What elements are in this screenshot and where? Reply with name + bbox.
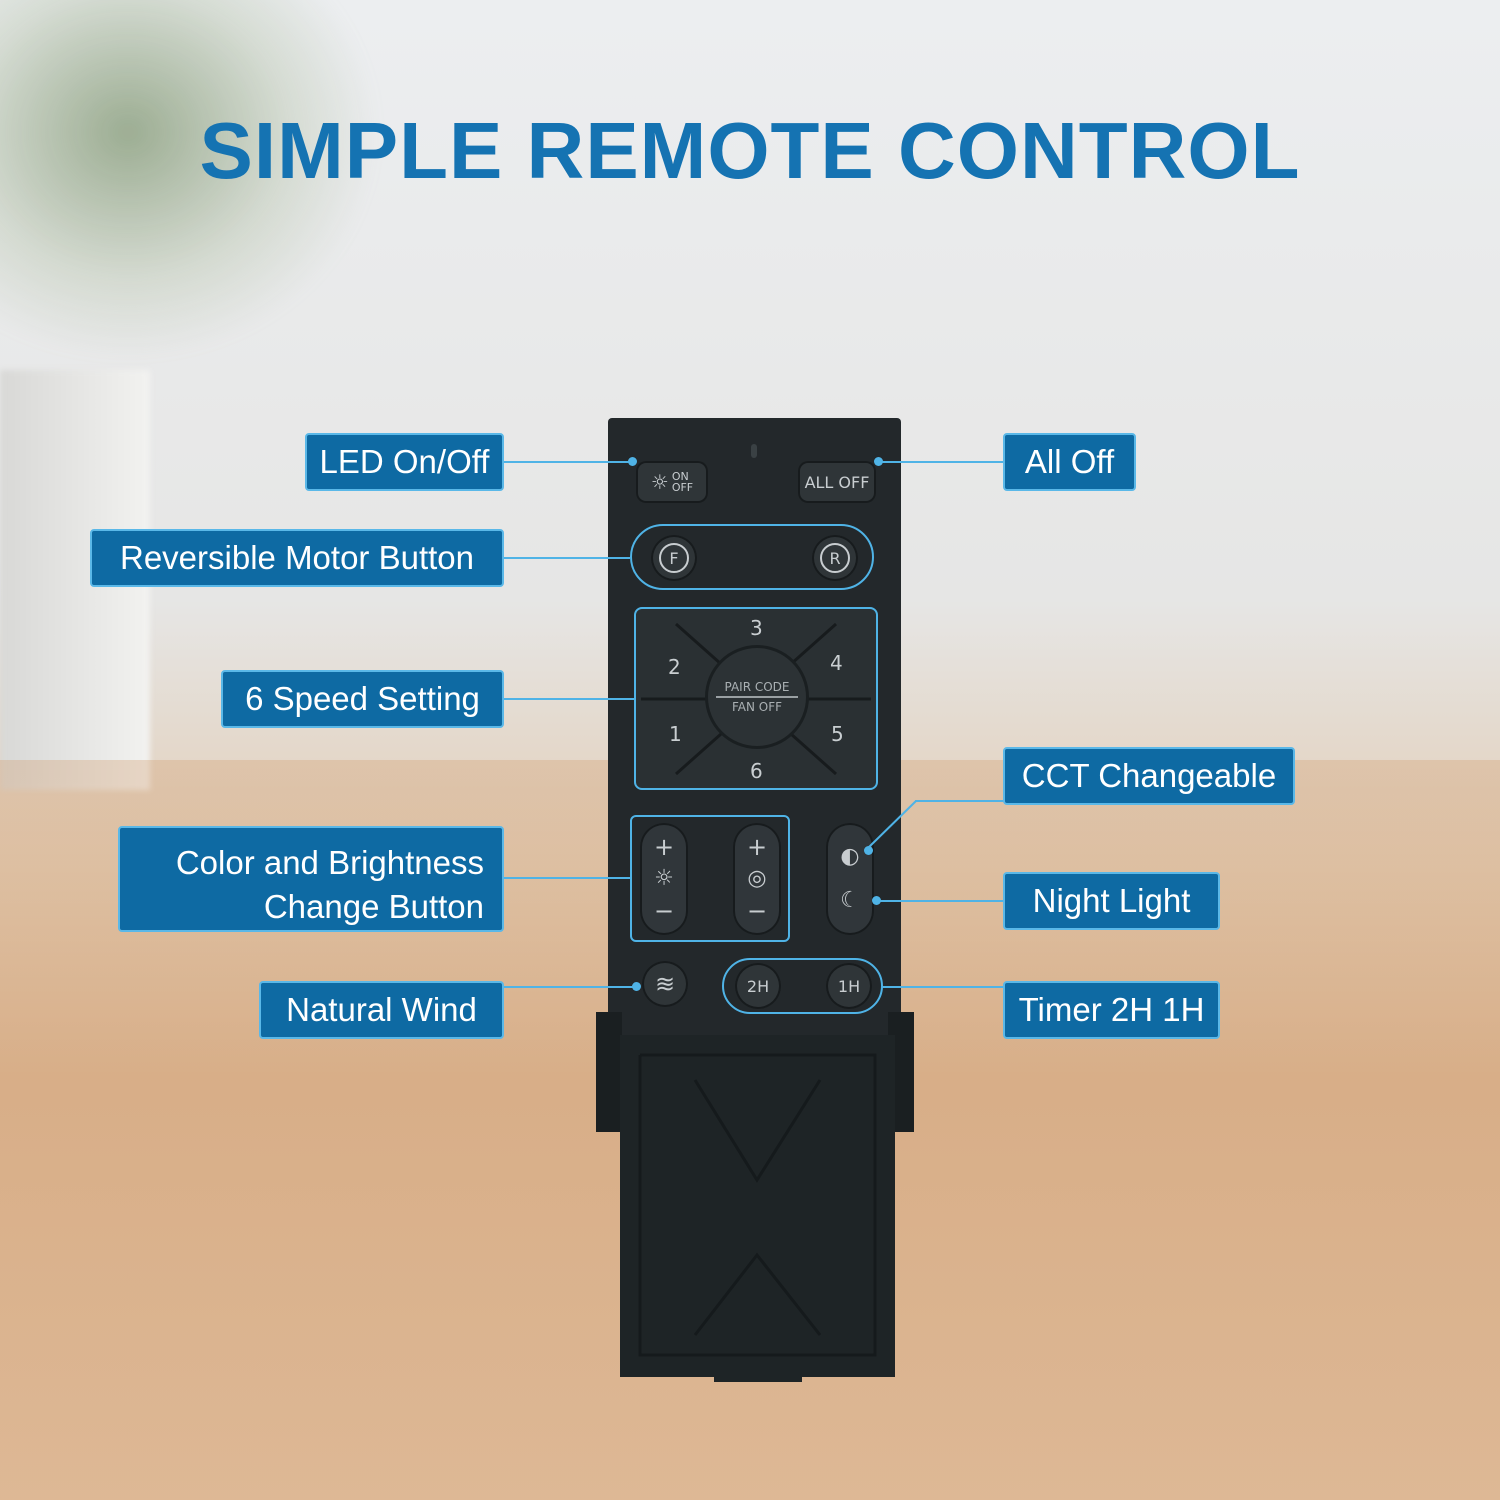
fan-off-pair-button[interactable]: PAIR CODE FAN OFF <box>708 648 806 746</box>
speed-1-button[interactable]: 1 <box>669 722 682 746</box>
color-brightness-outline <box>630 815 790 942</box>
speed-6-button[interactable]: 6 <box>750 759 763 783</box>
label-color-brightness: Color and Brightness Change Button <box>118 826 504 932</box>
speed-5-button[interactable]: 5 <box>831 722 844 746</box>
leader-speed <box>502 698 634 700</box>
background-plant <box>0 0 380 360</box>
leader-cct-diagonal <box>867 800 917 849</box>
label-night-light-text: Night Light <box>1032 881 1191 919</box>
label-color-brightness-line1: Color and Brightness <box>175 843 484 881</box>
reverse-button[interactable]: R <box>812 535 858 581</box>
leader-motor <box>502 557 630 559</box>
color-temp-rocker[interactable]: + ◎ − <box>733 823 781 935</box>
cct-night-rocker: ◐ ☾ <box>826 823 874 935</box>
label-cct-changeable: CCT Changeable <box>1003 747 1295 805</box>
leader-cct <box>915 800 1005 802</box>
indicator-led <box>751 444 757 458</box>
label-reversible-motor-text: Reversible Motor Button <box>120 538 474 576</box>
sun-icon: ☼ <box>650 470 669 494</box>
label-all-off: All Off <box>1003 433 1136 491</box>
label-color-brightness-line2: Change Button <box>263 888 484 926</box>
label-led-on-off: LED On/Off <box>305 433 504 491</box>
leader-wind-dot <box>632 982 641 991</box>
speed-pad-dividers <box>641 622 871 776</box>
leader-led <box>502 461 632 463</box>
leader-timer <box>882 986 1004 988</box>
speed-4-button[interactable]: 4 <box>830 651 843 675</box>
sun-icon: ☼ <box>654 866 674 891</box>
moon-icon[interactable]: ☾ <box>840 888 860 913</box>
leader-cct-dot <box>864 846 873 855</box>
leader-led-dot <box>628 457 637 466</box>
color-minus[interactable]: − <box>746 897 768 925</box>
label-timer-text: Timer 2H 1H <box>1018 990 1205 1028</box>
speed-3-button[interactable]: 3 <box>750 616 763 640</box>
forward-rotation-icon: F <box>659 543 689 573</box>
label-six-speed: 6 Speed Setting <box>221 670 504 728</box>
natural-wind-button[interactable]: ≋ <box>642 961 688 1007</box>
brightness-plus[interactable]: + <box>653 833 675 861</box>
leader-color <box>502 877 630 879</box>
label-night-light: Night Light <box>1003 872 1220 930</box>
speed-2-button[interactable]: 2 <box>668 655 681 679</box>
timer-1h-button[interactable]: 1H <box>826 963 872 1009</box>
cct-icon[interactable]: ◐ <box>840 844 860 869</box>
leader-all-off-dot <box>874 457 883 466</box>
label-all-off-text: All Off <box>1024 442 1115 480</box>
wind-icon: ≋ <box>654 970 676 998</box>
remote-battery-cover <box>620 1035 895 1377</box>
leader-night <box>876 900 1004 902</box>
page-title: SIMPLE REMOTE CONTROL <box>199 106 1301 195</box>
color-plus[interactable]: + <box>746 833 768 861</box>
center-divider <box>716 696 798 698</box>
remote-clip-left <box>596 1012 622 1132</box>
pair-code-label: PAIR CODE <box>724 680 790 694</box>
label-timer: Timer 2H 1H <box>1003 981 1220 1039</box>
cover-pattern <box>638 1053 877 1357</box>
timer-2h-button[interactable]: 2H <box>735 963 781 1009</box>
reverse-rotation-icon: R <box>820 543 850 573</box>
label-reversible-motor: Reversible Motor Button <box>90 529 504 587</box>
light-on-off-button[interactable]: ☼ ON OFF <box>636 461 708 503</box>
label-led-on-off-text: LED On/Off <box>319 442 490 480</box>
motor-buttons-outline <box>630 524 874 590</box>
forward-button[interactable]: F <box>651 535 697 581</box>
brightness-minus[interactable]: − <box>653 897 675 925</box>
cct-icon: ◎ <box>747 866 767 891</box>
label-six-speed-text: 6 Speed Setting <box>245 679 480 717</box>
label-cct-changeable-text: CCT Changeable <box>1021 756 1277 794</box>
remote-tab <box>714 1370 802 1382</box>
all-off-button[interactable]: ALL OFF <box>798 461 876 503</box>
leader-wind <box>502 986 636 988</box>
fan-off-label: FAN OFF <box>731 700 783 714</box>
leader-night-dot <box>872 896 881 905</box>
on-off-button-label: ON OFF <box>671 470 694 494</box>
label-natural-wind: Natural Wind <box>259 981 504 1039</box>
label-natural-wind-text: Natural Wind <box>286 990 477 1028</box>
brightness-rocker[interactable]: + ☼ − <box>640 823 688 935</box>
leader-all-off <box>878 461 1004 463</box>
